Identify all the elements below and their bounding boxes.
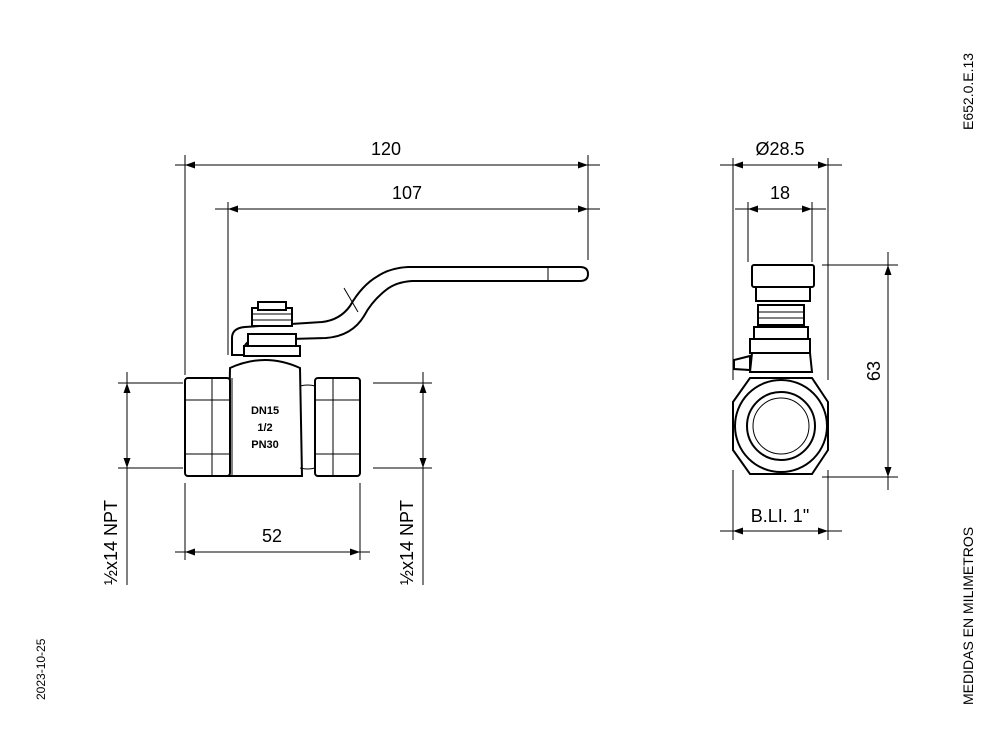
- stem-nut: [243, 301, 301, 357]
- dimension-body-length: 52: [175, 526, 370, 556]
- dimension-height: 63: [864, 252, 892, 490]
- dimension-diameter-label: Ø28.5: [755, 139, 804, 159]
- side-view: Ø28.5 18 63 B.LI. 1": [720, 139, 898, 540]
- dimension-overall-length-label: 120: [371, 139, 401, 159]
- dimension-handle-length: 107: [215, 183, 600, 213]
- dimension-height-label: 63: [864, 361, 884, 381]
- dimension-overall-length: 120: [175, 139, 600, 169]
- dimension-wrench: B.LI. 1": [720, 506, 842, 535]
- units-note: MEDIDAS EN MILIMETROS: [960, 527, 976, 705]
- dimension-body-length-label: 52: [262, 526, 282, 546]
- valve-body: [184, 359, 361, 477]
- body-marking-size: 1/2: [257, 422, 272, 434]
- side-end-fitting: [732, 377, 829, 475]
- dimension-wrench-label: B.LI. 1": [751, 506, 809, 526]
- body-marking-pn: PN30: [251, 439, 279, 451]
- thread-right-label: ½x14 NPT: [397, 500, 417, 585]
- drawing-date: 2023-10-25: [34, 638, 48, 700]
- front-view: 120 107 52 ½x14 NPT ½x14 NPT: [101, 139, 600, 585]
- dimension-thread-right: ½x14 NPT: [397, 372, 427, 585]
- side-handle: [733, 264, 815, 373]
- title-block: E652.0.E.13 MEDIDAS EN MILIMETROS 2023-1…: [34, 53, 976, 705]
- dimension-stem-width-label: 18: [770, 183, 790, 203]
- dimension-thread-left: ½x14 NPT: [101, 372, 131, 585]
- body-marking-dn: DN15: [251, 405, 279, 417]
- drawing-code: E652.0.E.13: [960, 53, 976, 130]
- dimension-handle-length-label: 107: [392, 183, 422, 203]
- dimension-stem-width: 18: [735, 183, 826, 213]
- lever-handle: [231, 266, 590, 356]
- thread-left-label: ½x14 NPT: [101, 500, 121, 585]
- body-marking: DN15 1/2 PN30: [251, 405, 279, 451]
- dimension-diameter: Ø28.5: [720, 139, 842, 169]
